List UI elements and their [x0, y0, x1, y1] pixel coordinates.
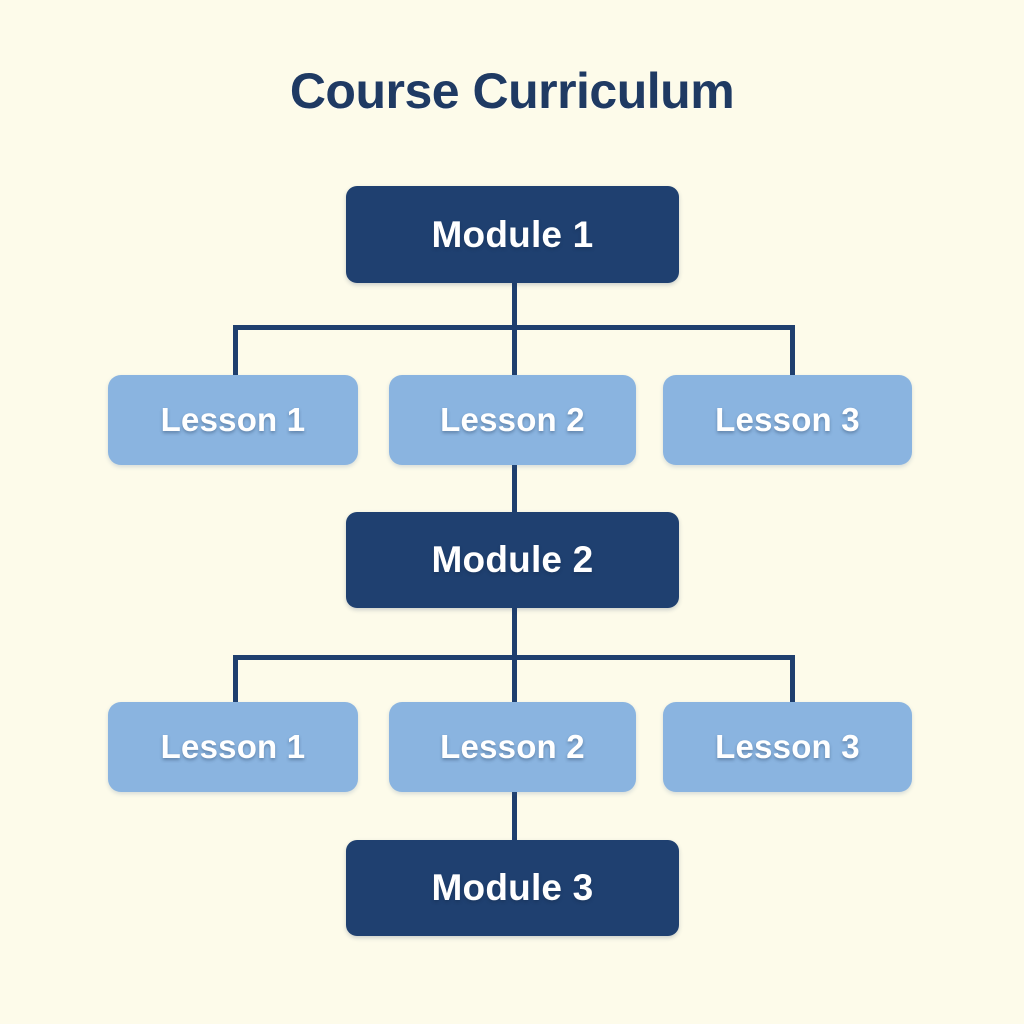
node-module-1-lesson-3[interactable]: Lesson 3: [663, 375, 912, 465]
node-module-3[interactable]: Module 3: [346, 840, 679, 936]
node-module-2-lesson-2[interactable]: Lesson 2: [389, 702, 636, 792]
node-module-2[interactable]: Module 2: [346, 512, 679, 608]
connector-bus-1: [233, 325, 795, 330]
node-module-2-lesson-3[interactable]: Lesson 3: [663, 702, 912, 792]
page-title: Course Curriculum: [289, 63, 735, 119]
connector-bus-2: [233, 655, 795, 660]
connector-bus-1-drop-lesson-1: [233, 325, 238, 377]
connector-module-1-to-bus-1: [512, 283, 517, 330]
node-module-1-lesson-1[interactable]: Lesson 1: [108, 375, 358, 465]
node-module-1[interactable]: Module 1: [346, 186, 679, 283]
node-module-1-lesson-2[interactable]: Lesson 2: [389, 375, 636, 465]
connector-bus-2-drop-lesson-2: [512, 655, 517, 705]
connector-bus-1-drop-lesson-2: [512, 325, 517, 377]
connector-bus-2-drop-lesson-1: [233, 655, 238, 705]
connector-bus-1-drop-lesson-3: [790, 325, 795, 377]
connector-bus-2-drop-lesson-3: [790, 655, 795, 705]
node-module-2-lesson-1[interactable]: Lesson 1: [108, 702, 358, 792]
connector-lesson-row-2-to-module-3: [512, 789, 517, 842]
connector-module-2-to-bus-2: [512, 606, 517, 658]
connector-lesson-row-1-to-module-2: [512, 462, 517, 514]
